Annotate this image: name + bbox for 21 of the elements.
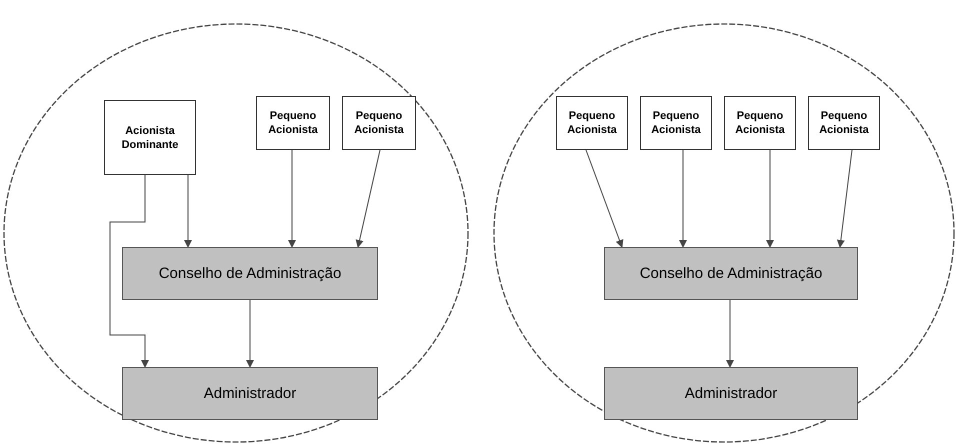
shareholder-box: Pequeno Acionista bbox=[724, 96, 796, 150]
arrow bbox=[679, 150, 687, 248]
shareholder-box: Pequeno Acionista bbox=[808, 96, 880, 150]
process-box: Administrador bbox=[122, 367, 378, 420]
arrow bbox=[356, 150, 380, 248]
shareholder-box: Pequeno Acionista bbox=[256, 96, 330, 150]
arrow bbox=[836, 150, 852, 248]
arrow bbox=[726, 300, 734, 368]
arrow bbox=[586, 150, 624, 248]
arrow bbox=[184, 174, 192, 248]
arrow bbox=[246, 300, 254, 368]
process-box: Administrador bbox=[604, 367, 858, 420]
arrow bbox=[110, 174, 149, 368]
shareholder-box: Pequeno Acionista bbox=[342, 96, 416, 150]
process-box: Conselho de Administração bbox=[604, 247, 858, 300]
shareholder-box: Acionista Dominante bbox=[104, 100, 196, 175]
arrow bbox=[288, 150, 296, 248]
shareholder-box: Pequeno Acionista bbox=[556, 96, 628, 150]
shareholder-box: Pequeno Acionista bbox=[640, 96, 712, 150]
process-box: Conselho de Administração bbox=[122, 247, 378, 300]
arrow bbox=[766, 150, 774, 248]
